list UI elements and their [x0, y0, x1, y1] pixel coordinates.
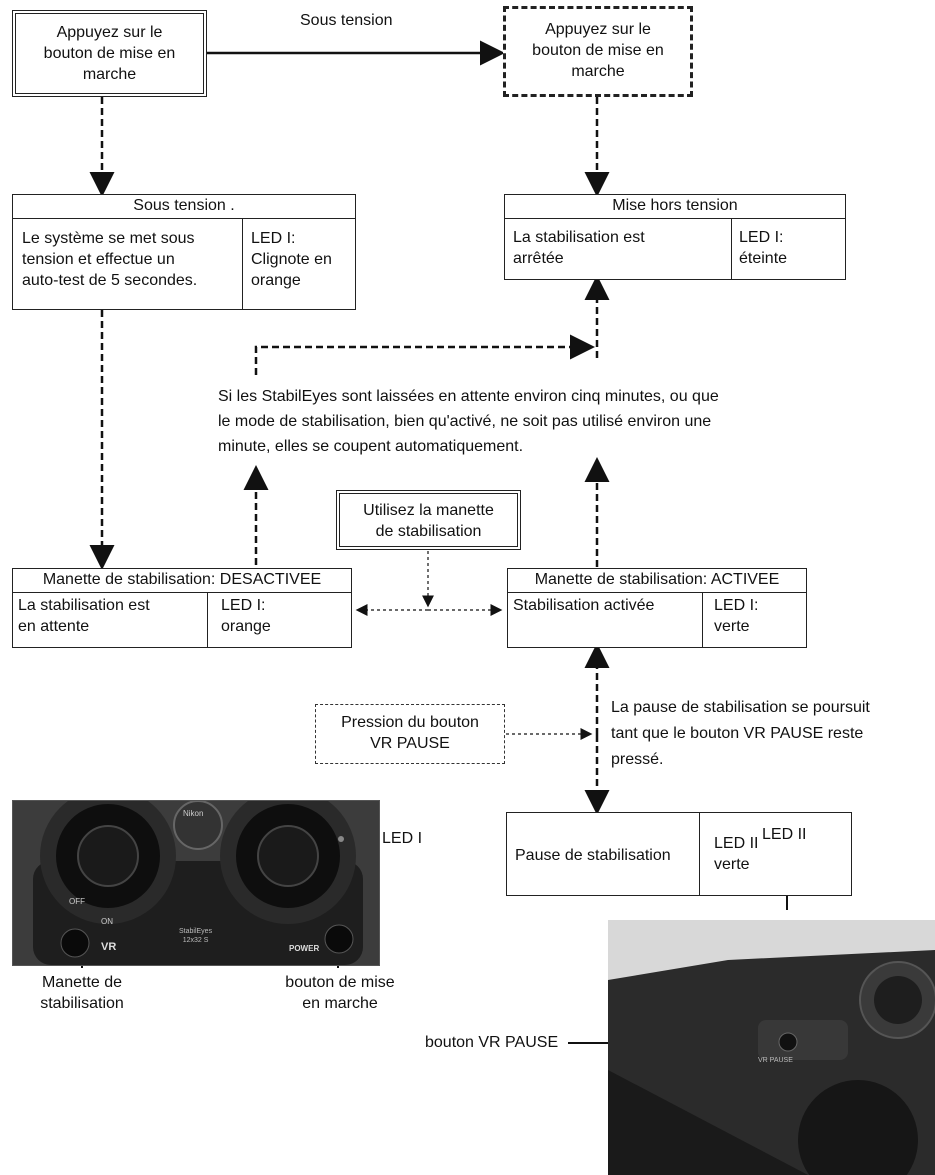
- lever-on-led: LED I: verte: [714, 597, 759, 635]
- photo-off-label: OFF: [69, 897, 85, 906]
- label-power-button: bouton de mise en marche: [285, 974, 395, 1012]
- lever-off-box: Manette de stabilisation: DESACTIVEE La …: [12, 568, 352, 648]
- photo-vr-label: VR: [101, 941, 117, 953]
- lever-on-box: Manette de stabilisation: ACTIVEE Stabil…: [507, 568, 807, 648]
- photo-brand-label: Nikon: [183, 809, 204, 818]
- press-power-box-left: Appuyez sur le bouton de mise en marche: [12, 10, 207, 97]
- press-power-right-text: Appuyez sur le bouton de mise en marche: [532, 21, 664, 80]
- photo-on-label: ON: [101, 917, 113, 926]
- power-off-led: LED I: éteinte: [739, 229, 788, 267]
- power-off-box: Mise hors tension La stabilisation est a…: [504, 194, 846, 280]
- press-power-box-right: Appuyez sur le bouton de mise en marche: [503, 6, 693, 97]
- pause-led: LED II verte: [714, 835, 759, 873]
- binoculars-angle-illustration: [608, 920, 935, 1175]
- label-led1: LED I: [382, 830, 423, 847]
- power-off-header: Mise hors tension: [505, 195, 845, 219]
- pause-note: La pause de stabilisation se poursuit ta…: [611, 699, 870, 768]
- binoculars-photo-top: Nikon OFF ON VR StabilEyes 12x32 S POWER: [12, 800, 380, 966]
- press-power-left-text: Appuyez sur le bouton de mise en marche: [43, 24, 176, 83]
- label-vr-pause-button: bouton VR PAUSE: [425, 1034, 559, 1051]
- pause-desc: Pause de stabilisation: [515, 847, 671, 864]
- power-on-header: Sous tension .: [13, 195, 355, 219]
- photo-model-label: StabilEyes 12x32 S: [179, 928, 213, 944]
- label-sous-tension: Sous tension: [300, 12, 393, 29]
- pause-box: Pause de stabilisation LED II verte: [506, 812, 852, 896]
- arrow-loop-top: [254, 334, 595, 375]
- use-lever-box: Utilisez la manette de stabilisation: [336, 490, 521, 550]
- vr-pause-press-box: Pression du bouton VR PAUSE: [315, 704, 505, 764]
- lever-on-desc: Stabilisation activée: [513, 597, 655, 614]
- photo-power-label: POWER: [289, 944, 320, 953]
- binoculars-illustration: [13, 801, 379, 965]
- photo-vr-pause-text: VR PAUSE: [758, 1057, 793, 1064]
- power-on-desc: Le système se met sous tension et effect…: [22, 230, 198, 289]
- power-off-desc: La stabilisation est arrêtée: [513, 229, 645, 267]
- vr-pause-press-text: Pression du bouton VR PAUSE: [341, 714, 479, 752]
- lever-off-led: LED I: orange: [221, 597, 271, 635]
- label-manette: Manette de stabilisation: [40, 974, 124, 1012]
- auto-off-note: Si les StabilEyes sont laissées en atten…: [218, 388, 719, 455]
- lever-off-desc: La stabilisation est en attente: [18, 597, 150, 635]
- label-led2: LED II: [762, 826, 807, 843]
- power-on-led: LED I: Clignote en orange: [251, 230, 332, 289]
- lever-off-header: Manette de stabilisation: DESACTIVEE: [13, 569, 351, 593]
- binoculars-photo-angle: VR PAUSE: [608, 920, 935, 1175]
- lever-on-header: Manette de stabilisation: ACTIVEE: [508, 569, 806, 593]
- use-lever-text: Utilisez la manette de stabilisation: [363, 502, 494, 540]
- power-on-box: Sous tension . Le système se met sous te…: [12, 194, 356, 310]
